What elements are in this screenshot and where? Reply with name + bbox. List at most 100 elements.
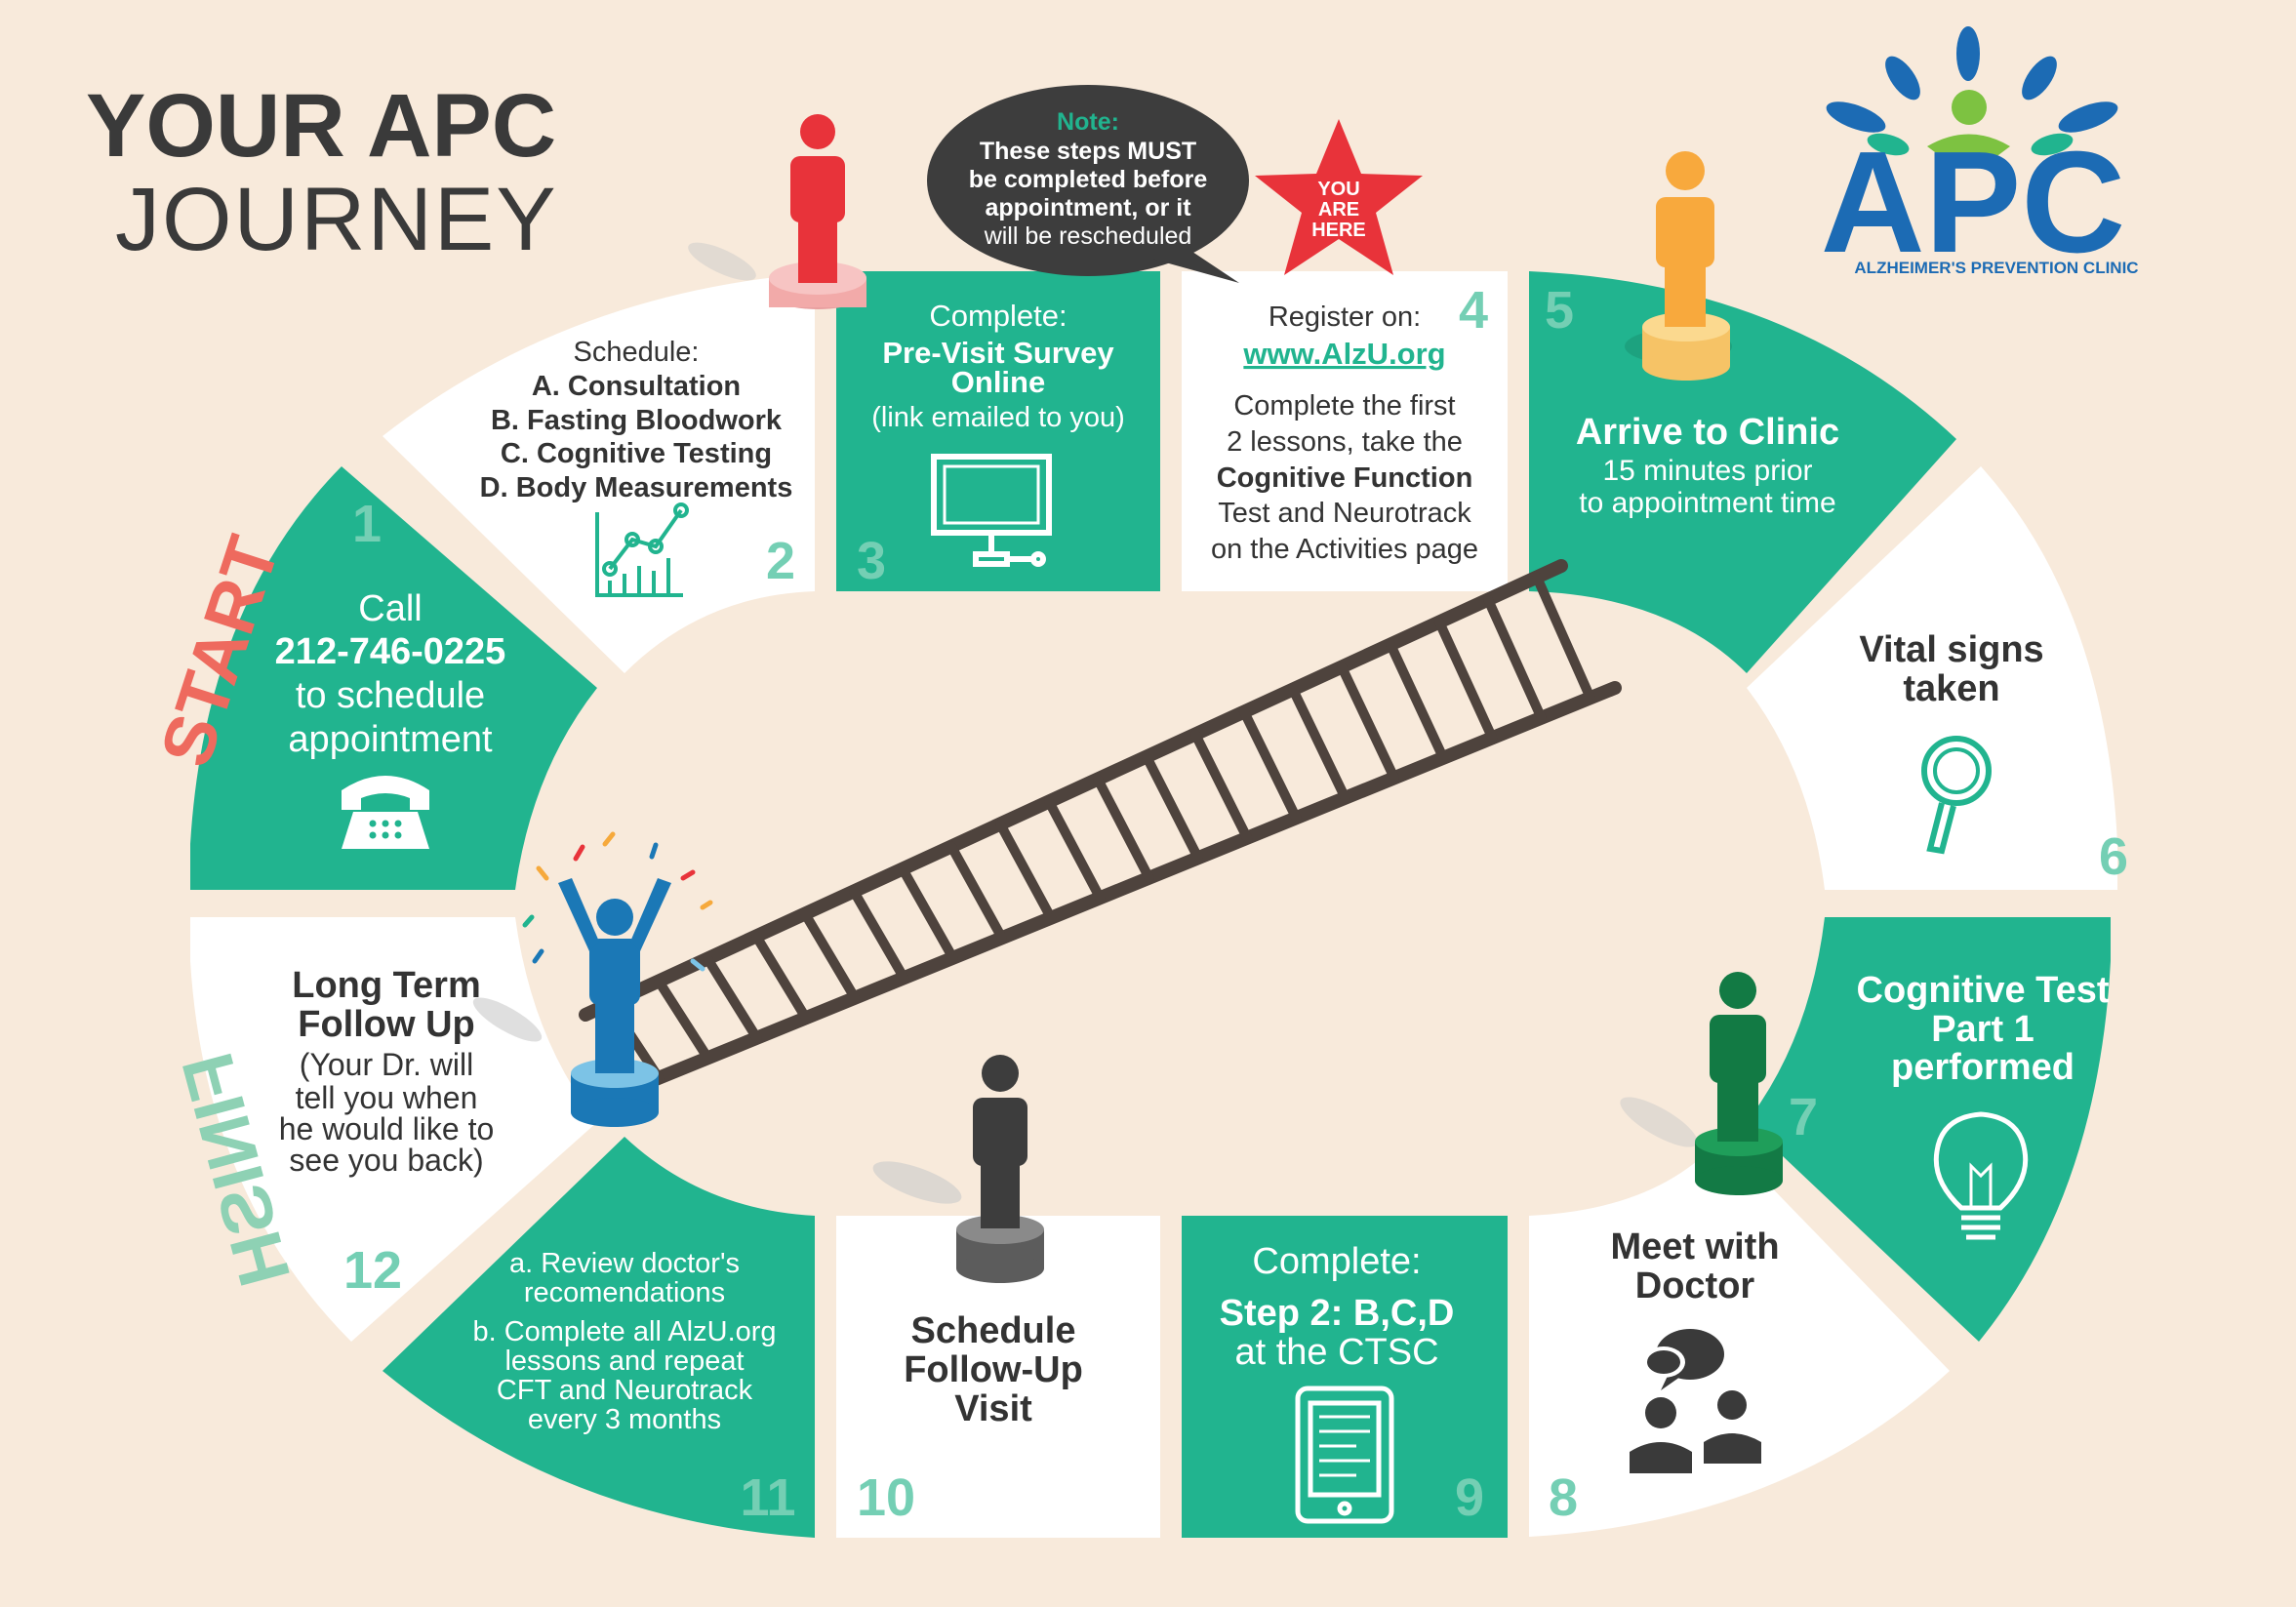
- tile-4: [1182, 271, 1508, 591]
- step-7-line-1: Cognitive Test: [1857, 970, 2110, 1011]
- step-3-line-2: Pre-Visit Survey: [882, 336, 1114, 370]
- step-4-line-6: Test and Neurotrack: [1218, 498, 1471, 529]
- step-4-line-5: Cognitive Function: [1217, 462, 1473, 494]
- step-5-line-3: to appointment time: [1579, 487, 1835, 519]
- step-12-line-4: tell you when: [296, 1080, 478, 1115]
- step-8-number: 8: [1549, 1468, 1578, 1527]
- step-10-line-3: Visit: [954, 1388, 1032, 1429]
- red-figure: [688, 114, 866, 309]
- step-6-line-1: Vital signs: [1859, 629, 2043, 670]
- step-3-line-4: (link emailed to you): [871, 402, 1125, 433]
- note-line4: will be rescheduled: [984, 222, 1192, 250]
- step-11-line-4: lessons and repeat: [504, 1346, 744, 1377]
- tablet-icon: [1295, 1386, 1394, 1524]
- tile-1: [190, 466, 597, 890]
- ladder-rung: [751, 931, 811, 1024]
- chart-icon: [595, 502, 689, 597]
- logo-letters: APC: [1821, 122, 2125, 283]
- step-9-number: 9: [1455, 1468, 1484, 1527]
- step-2-line-3: B. Fasting Bloodwork: [491, 405, 783, 436]
- tile-6: [1747, 466, 2117, 890]
- step-4-line-7: on the Activities page: [1211, 534, 1478, 565]
- step-5-number: 5: [1545, 281, 1574, 340]
- step-12-line-1: Long Term: [292, 965, 481, 1006]
- ladder-rung: [1093, 774, 1154, 883]
- you-are-here-line1: YOU: [1317, 179, 1359, 200]
- step-3-line-1: Complete:: [929, 299, 1067, 333]
- step-7-number: 7: [1789, 1088, 1818, 1146]
- green-figure: [1620, 972, 1783, 1195]
- blue-figure: [472, 831, 713, 1127]
- step-2-line-5: D. Body Measurements: [480, 472, 793, 503]
- step-12-line-2: Follow Up: [298, 1004, 475, 1045]
- tile-5: [1529, 271, 1956, 673]
- step-4-number: 4: [1459, 281, 1488, 340]
- step-7-line-2: Part 1: [1931, 1009, 2034, 1050]
- ladder-rung: [1239, 706, 1302, 824]
- ladder-rung: [654, 976, 713, 1064]
- step-1-line-3: to schedule: [296, 675, 485, 716]
- tile-2: [383, 273, 815, 673]
- step-10-line-1: Schedule: [911, 1310, 1076, 1351]
- magnifier-icon: [1921, 736, 1992, 855]
- you-are-here-line3: HERE: [1311, 220, 1366, 241]
- step-7-line-3: performed: [1891, 1047, 2074, 1088]
- note-line3: appointment, or it: [985, 194, 1191, 221]
- step-12-line-5: he would like to: [279, 1111, 495, 1146]
- ladder-rung: [1337, 662, 1399, 783]
- telephone-icon: [342, 776, 429, 849]
- step-11-number: 11: [740, 1468, 795, 1527]
- ladder-rung: [1386, 639, 1449, 763]
- lightbulb-icon: [1933, 1111, 2029, 1240]
- step-11-line-2: recomendations: [524, 1277, 725, 1308]
- step-2-line-1: Schedule:: [574, 337, 700, 368]
- you-are-here-star: YOU ARE HERE: [1255, 119, 1423, 275]
- gray-figure: [872, 1055, 1044, 1283]
- logo: APC ALZHEIMER'S PREVENTION CLINIC: [1821, 26, 2139, 283]
- step-5-line-1: Arrive to Clinic: [1576, 412, 1839, 453]
- ladder-rung: [1532, 572, 1595, 703]
- step-6-line-2: taken: [1903, 668, 1999, 709]
- title-line2: JOURNEY: [115, 170, 558, 269]
- ladder-rung: [995, 819, 1057, 923]
- step-12-line-3: (Your Dr. will: [300, 1047, 473, 1082]
- step-2-number: 2: [766, 532, 795, 590]
- tile-11: [383, 1137, 815, 1538]
- step-1-number: 1: [352, 495, 382, 553]
- note-heading: Note:: [1057, 108, 1119, 136]
- tile-3: [836, 271, 1160, 591]
- orange-figure: [1625, 151, 1732, 381]
- step-4-line-3: Complete the first: [1233, 390, 1455, 422]
- ladder-rung: [1483, 594, 1547, 723]
- step-4-line-1: Register on:: [1269, 301, 1421, 333]
- step-8-line-2: Doctor: [1635, 1266, 1755, 1306]
- step-5-line-2: 15 minutes prior: [1602, 455, 1812, 487]
- step-9-line-2: Step 2: B,C,D: [1220, 1293, 1455, 1334]
- ladder-rung: [1190, 729, 1253, 843]
- ladder-rung: [800, 908, 861, 1003]
- logo-subtitle: ALZHEIMER'S PREVENTION CLINIC: [1854, 259, 2138, 277]
- ladder-rung: [703, 953, 762, 1043]
- chat-people-icon: [1630, 1329, 1761, 1473]
- ladder-rung: [849, 886, 909, 984]
- step-2-line-2: A. Consultation: [532, 371, 741, 402]
- ladder-rung: [1434, 617, 1498, 743]
- step-1-line-4: appointment: [288, 719, 493, 760]
- step-3-line-3: Online: [951, 365, 1045, 399]
- step-11-line-1: a. Review doctor's: [509, 1248, 740, 1279]
- ladder-rung: [947, 841, 1007, 944]
- step-4-line-4: 2 lessons, take the: [1227, 426, 1463, 458]
- step-10-number: 10: [857, 1468, 915, 1527]
- step-1-line-1: Call: [358, 588, 422, 629]
- tile-8: [1529, 1137, 1950, 1537]
- step-9-line-3: at the CTSC: [1234, 1332, 1438, 1373]
- ladder: [579, 559, 1622, 1095]
- tile-9: [1182, 1216, 1508, 1538]
- title-line1: YOUR APC: [86, 76, 556, 176]
- step-2-line-4: C. Cognitive Testing: [501, 438, 772, 469]
- ladder-rung: [898, 864, 958, 963]
- step-4-line-2: www.AlzU.org: [1242, 337, 1445, 371]
- step-11-line-5: CFT and Neurotrack: [497, 1375, 753, 1406]
- step-3-number: 3: [857, 532, 886, 590]
- tile-7: [1747, 917, 2111, 1342]
